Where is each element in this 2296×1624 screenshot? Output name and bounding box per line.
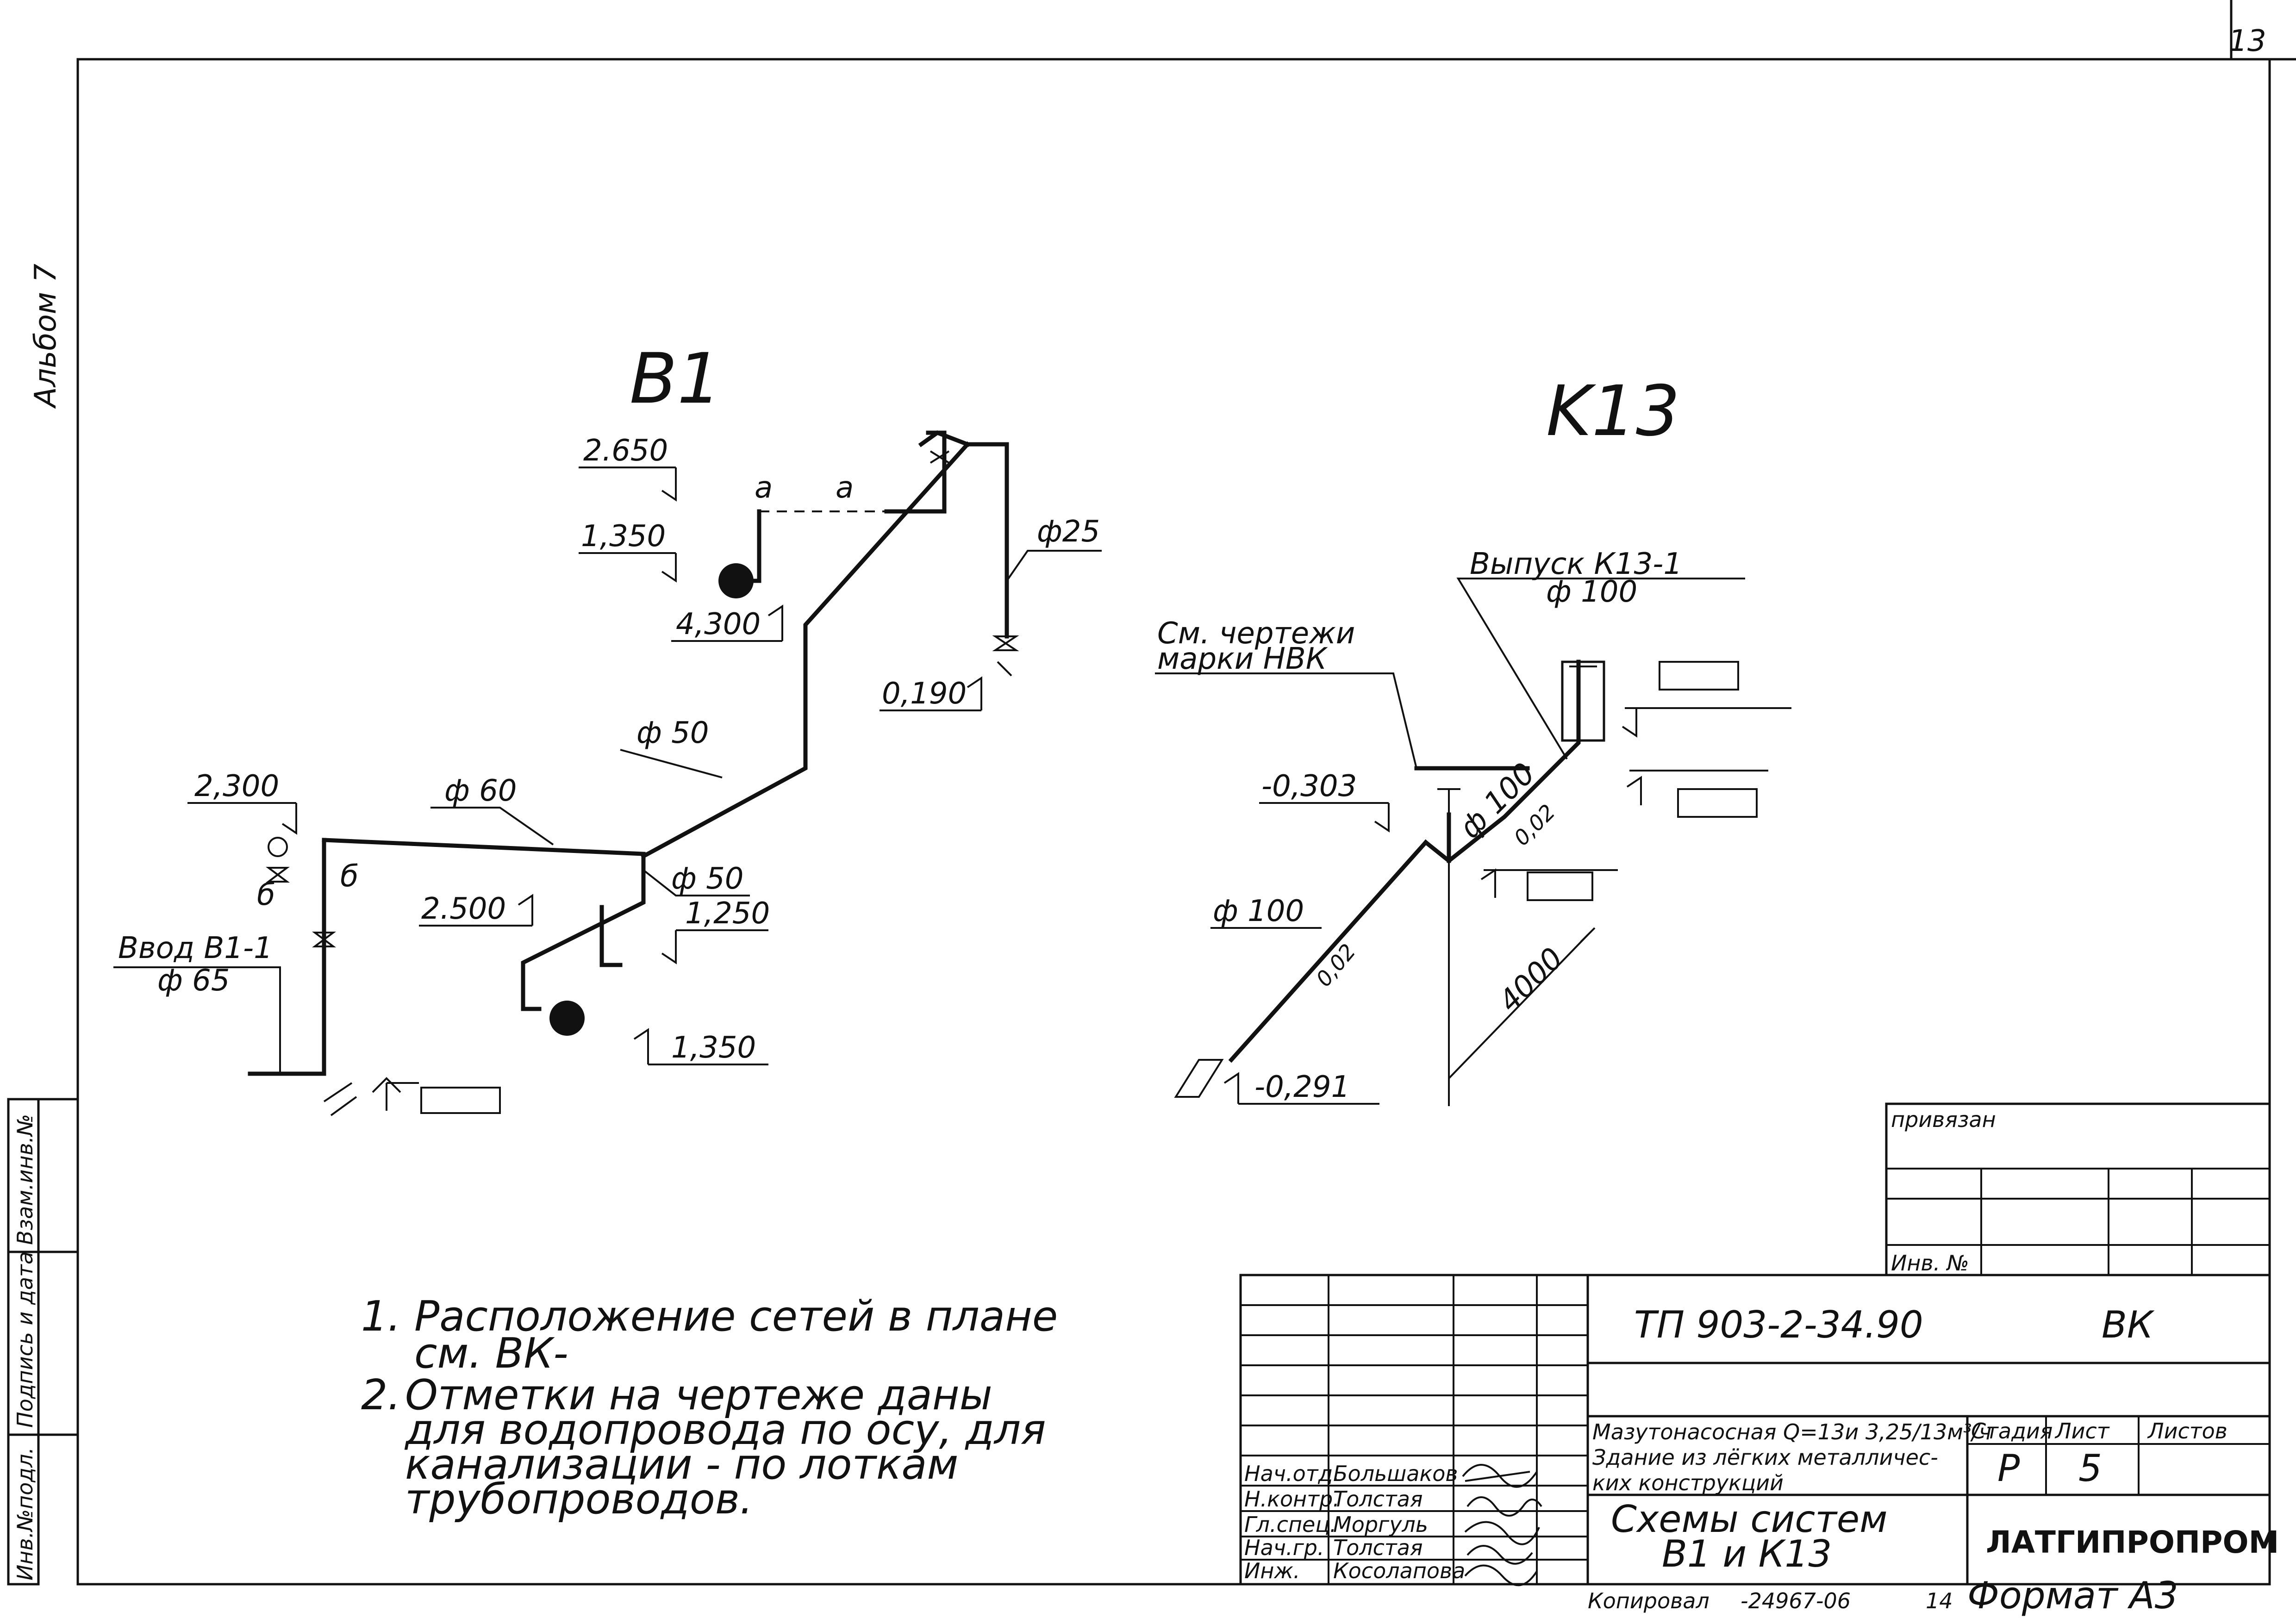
b1-label-b1: б [257,878,275,912]
b1-fixtures [266,450,1019,1036]
stamp-privyazan: привязан [1891,1107,1996,1132]
stamp-copied-label: Копировал [1588,1588,1710,1613]
b1-elev-1350-bottom: 1,350 [671,1031,756,1065]
b1-elevation-marks [113,467,1102,1074]
general-notes: 1. Расположение сетей в плане см. ВК- 2.… [361,1292,1058,1524]
stamp-name-3: Моргуль [1333,1512,1428,1537]
stamp-sheet-header: Лист [2054,1419,2110,1444]
sheet-frame [76,0,2296,1586]
stamp-stage-header: Стадия [1971,1419,2053,1444]
sheet-number: 13 [2228,24,2266,58]
stamp-desc-line-3: ких конструкций [1592,1470,1784,1495]
stamp-desc-line-1: Мазутонасосная Q=13и 3,25/13м³/ч [1592,1419,1991,1444]
b1-inlet-name: Ввод В1-1 [118,931,273,965]
side-vzam-inv: Взам.инв.№ [12,1114,37,1245]
stamp-mark: ВК [2102,1303,2155,1346]
b1-elev-0190: 0,190 [882,677,967,711]
b1-label-a2: a [836,471,854,505]
stamp-role-3: Гл.спец. [1244,1512,1336,1537]
b1-dia-50-upper: ф 50 [636,716,709,750]
stamp-name-5: Косолапова [1333,1558,1465,1583]
title-block [1239,1274,2271,1586]
k13-elev-0291: -0,291 [1254,1070,1350,1104]
stamp-sheet-value: 5 [2078,1447,2102,1490]
stamp-role-2: Н.контр. [1244,1487,1340,1512]
k13-dia-100-left: ф 100 [1213,894,1304,928]
signatures [1462,1464,1542,1587]
side-podpis-data: Подпись и дата [12,1251,37,1428]
b1-dia-60: ф 60 [444,774,517,808]
stamp-desc-line-2: Здание из лёгких металличес- [1592,1445,1938,1470]
b1-elev-2300: 2,300 [194,769,279,803]
stamp-inv-no: Инв. № [1891,1251,1969,1276]
k13-pipework [1228,660,1605,1063]
note-2-line-1: Отметки на чертеже даны [405,1371,992,1419]
drawing-title-line-2: В1 и К13 [1662,1532,1832,1575]
stamp-name-1: Большаков [1333,1461,1458,1486]
b1-title: B1 [630,339,721,419]
stamp-stage-value: Р [1997,1447,2020,1490]
stamp-name-2: Толстая [1333,1487,1423,1512]
k13-elev-0303: -0,303 [1261,769,1357,803]
b1-inlet-mark [323,1077,501,1116]
k13-title: K13 [1546,371,1680,452]
b1-elev-1350-top: 1,350 [581,519,666,554]
k13-outlet-name: Выпуск К13-1 [1470,547,1682,581]
album-label: Альбом 7 [29,263,63,409]
stamp-name-4: Толстая [1333,1535,1423,1560]
b1-elev-1250: 1,250 [685,896,770,931]
b1-elev-2650: 2.650 [583,434,668,468]
note-2-line-3: канализации - по лоткам [405,1440,958,1489]
b1-label-b2: б [340,859,358,894]
stamp-role-4: Нач.гр. [1244,1535,1324,1560]
stamp-sheets-header: Листов [2147,1419,2227,1444]
side-stamp-strip [7,1098,78,1586]
note-2-line-2: для водопровода по осу, для [404,1406,1046,1454]
k13-see-drawings-2: марки НВК [1157,642,1328,676]
stamp-order-suffix: 14 [1926,1588,1953,1613]
stamp-order-number: -24967-06 [1741,1588,1851,1613]
k13-outlet-dia: ф 100 [1546,575,1637,609]
b1-dia-50-lower: ф 50 [671,862,744,896]
k13-see-drawings-1: См. чертежи [1157,616,1355,651]
drawing-title-line-1: Схемы систем [1611,1498,1888,1541]
stamp-format: Формат А3 [1967,1574,2178,1617]
b1-elev-4300: 4,300 [676,607,761,641]
note-2-number: 2. [361,1371,401,1419]
k13-marks [1155,578,1791,1106]
stamp-role-5: Инж. [1244,1558,1300,1583]
b1-pipework [248,430,1009,1076]
k13-dim-4000: 4000 [1492,941,1570,1019]
side-inv-podl: Инв.№подл. [12,1447,37,1580]
b1-inlet-dia: ф 65 [157,964,230,998]
organization-name: ЛАТГИПРОПРОМ [1986,1524,2279,1560]
b1-label-a1: a [755,471,773,505]
stamp-role-1: Нач.отд. [1244,1461,1340,1486]
note-1-line-1: Расположение сетей в плане [414,1292,1058,1341]
note-2-line-4: трубопроводов. [405,1475,753,1524]
b1-elev-2500: 2.500 [421,892,506,926]
b1-dia-25: ф25 [1037,515,1100,549]
note-1-number: 1. [361,1292,401,1341]
stamp-code: ТП 903-2-34.90 [1634,1303,1923,1346]
note-1-line-2: см. ВК- [414,1329,568,1378]
